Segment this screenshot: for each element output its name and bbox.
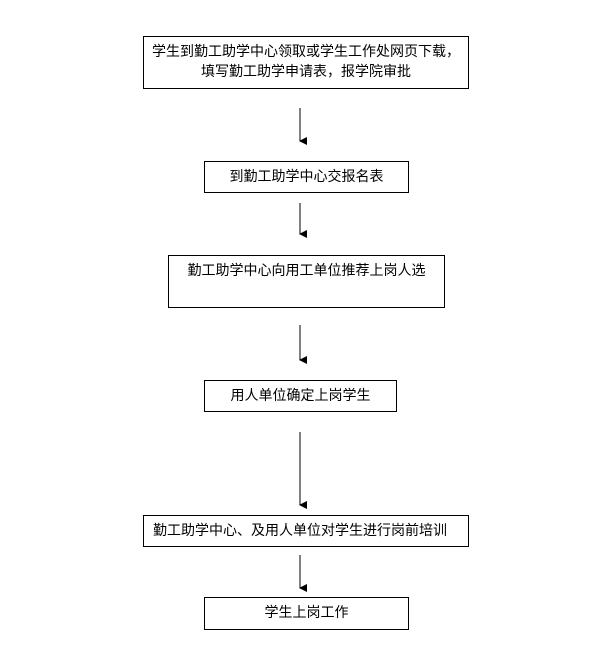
step-training-label: 勤工助学中心、及用人单位对学生进行岗前培训 xyxy=(153,523,447,539)
step-start-work-box: 学生上岗工作 xyxy=(204,597,409,630)
step-apply-box: 学生到勤工助学中心领取或学生工作处网页下载， 填写勤工助学申请表，报学院审批 xyxy=(143,36,469,89)
step-submit-box: 到勤工助学中心交报名表 xyxy=(204,161,409,193)
step-recommend-box: 勤工助学中心向用工单位推荐上岗人选 xyxy=(168,255,445,308)
step-confirm-label: 用人单位确定上岗学生 xyxy=(230,388,371,404)
step-recommend-label: 勤工助学中心向用工单位推荐上岗人选 xyxy=(187,263,426,279)
step-start-work-label: 学生上岗工作 xyxy=(264,605,349,621)
step-apply-label: 学生到勤工助学中心领取或学生工作处网页下载， 填写勤工助学申请表，报学院审批 xyxy=(152,44,460,80)
step-training-box: 勤工助学中心、及用人单位对学生进行岗前培训 xyxy=(143,515,469,547)
step-confirm-box: 用人单位确定上岗学生 xyxy=(204,380,397,412)
step-submit-label: 到勤工助学中心交报名表 xyxy=(229,169,384,185)
